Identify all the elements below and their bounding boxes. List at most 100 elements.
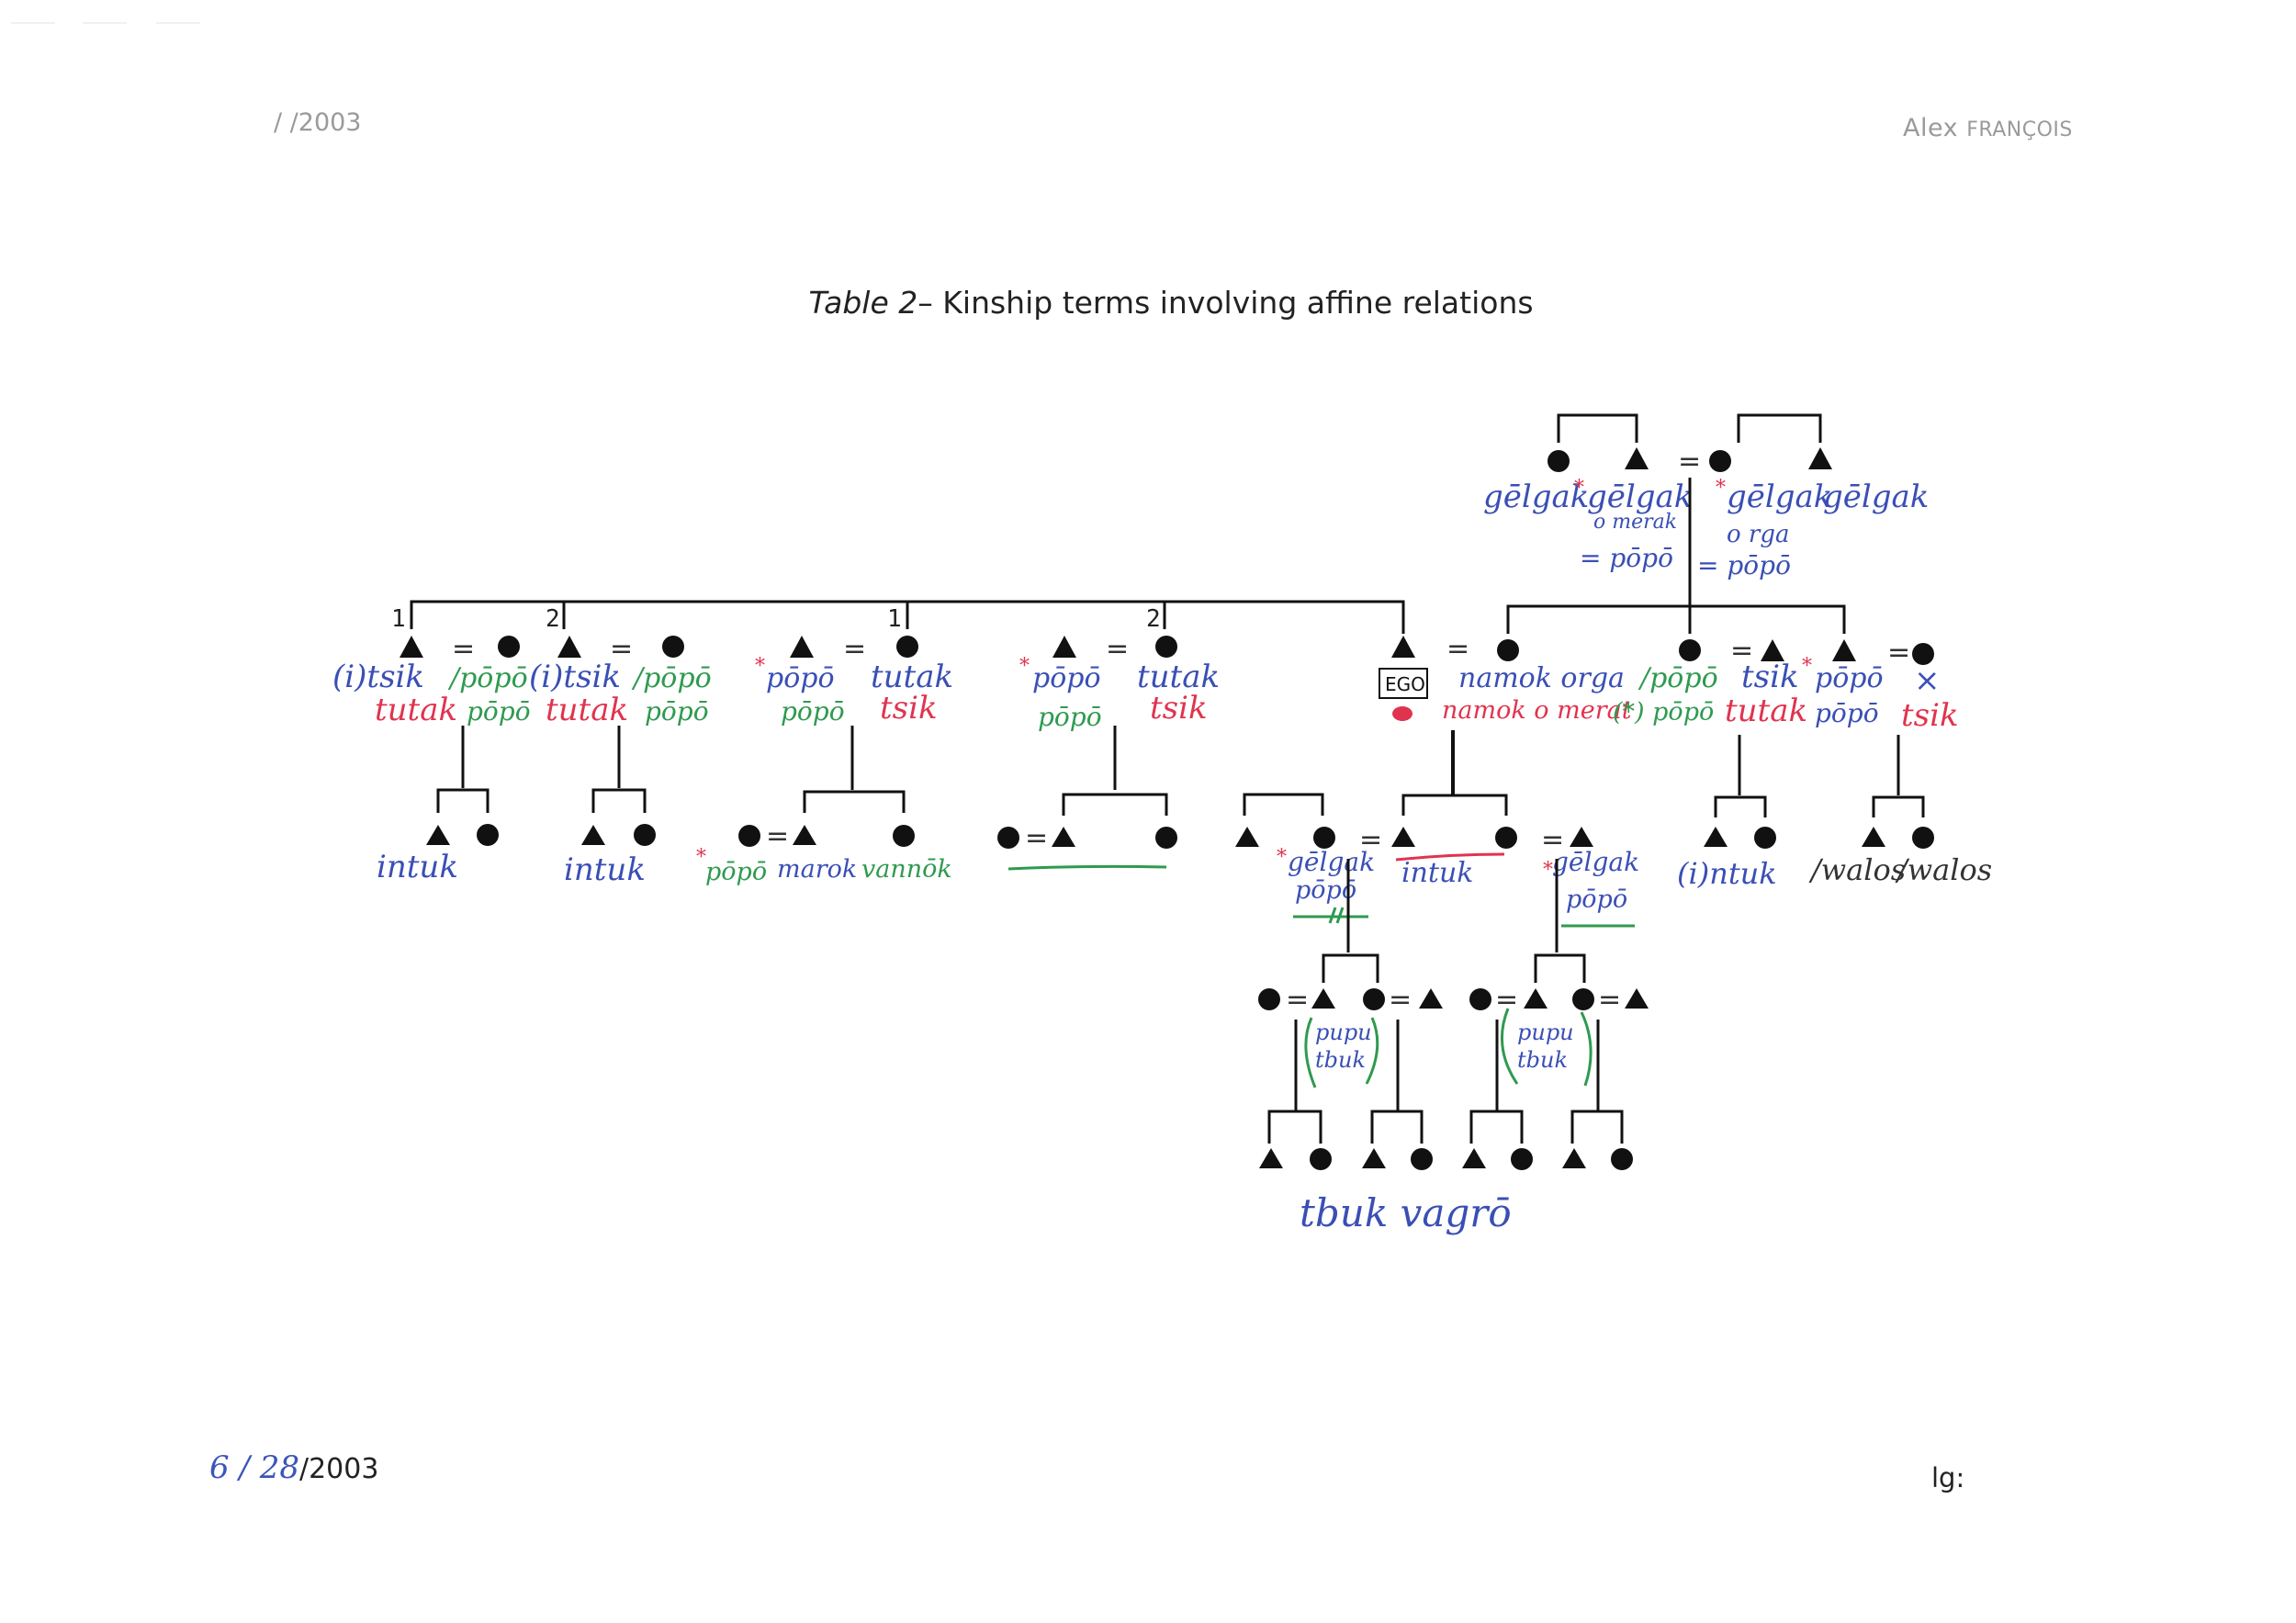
term-label: pōpō bbox=[645, 696, 709, 727]
female-symbol bbox=[997, 827, 1019, 849]
term-label: gēlgak bbox=[1587, 479, 1693, 515]
green-bracket bbox=[1500, 1008, 1519, 1085]
sibling-bracket bbox=[436, 788, 490, 813]
table-label: Table 2 bbox=[808, 285, 918, 321]
marriage-equals: = bbox=[1025, 822, 1048, 854]
male-symbol bbox=[1311, 988, 1335, 1009]
term-label: gēlgak bbox=[1483, 479, 1589, 515]
green-bracket bbox=[1304, 1017, 1317, 1088]
marriage-equals: = bbox=[1106, 633, 1129, 665]
marriage-equals: = bbox=[1286, 984, 1309, 1016]
marriage-equals: = bbox=[1359, 824, 1382, 856]
male-symbol bbox=[1862, 827, 1885, 847]
page-title: Table 2– Kinship terms involving affine … bbox=[0, 285, 2296, 321]
male-symbol bbox=[1462, 1148, 1486, 1168]
wife-siblings-group: namok orga namok o merat /pōpō (*) pōpō … bbox=[1442, 604, 1959, 795]
marriage-equals: = bbox=[1678, 445, 1701, 478]
grandchildren-group: = = pupu tbuk = = pupu tbuk bbox=[1258, 953, 1649, 1111]
male-symbol bbox=[426, 825, 450, 845]
term-label: tutak bbox=[1725, 693, 1807, 729]
ego-red-dot bbox=[1392, 706, 1412, 721]
term-label: namok o merat bbox=[1442, 696, 1632, 725]
term-label: pōpō bbox=[1032, 662, 1101, 694]
marriage-equals: = bbox=[766, 820, 789, 852]
children-group: intuk intuk = * pōpō marok vannōk = * gē… bbox=[377, 788, 1992, 928]
sibling-bracket bbox=[591, 788, 647, 813]
male-symbol bbox=[1052, 636, 1076, 658]
term-note: = pōpō bbox=[1697, 550, 1791, 580]
marriage-equals: = bbox=[843, 633, 866, 665]
male-symbol bbox=[581, 825, 605, 845]
female-symbol bbox=[477, 824, 499, 846]
sibling-bracket bbox=[1506, 604, 1846, 634]
asterisk-mark: * bbox=[696, 846, 706, 869]
term-label: pupu bbox=[1315, 1020, 1372, 1045]
female-symbol bbox=[1912, 827, 1934, 849]
sibling-bracket bbox=[1243, 793, 1324, 816]
term-label: pōpō bbox=[1295, 876, 1356, 905]
great-grandchildren-group: tbuk vagrō bbox=[1259, 1110, 1633, 1235]
male-symbol bbox=[793, 825, 816, 845]
male-symbol bbox=[1761, 639, 1784, 661]
term-label: (i)tsik bbox=[529, 659, 621, 695]
term-label: gēlgak bbox=[1727, 479, 1832, 515]
female-symbol bbox=[1411, 1148, 1433, 1170]
female-symbol bbox=[1495, 827, 1517, 849]
footer-date: 6 / 28/2003 bbox=[209, 1449, 378, 1486]
term-label: pōpō bbox=[467, 696, 531, 727]
asterisk-mark: * bbox=[755, 655, 765, 678]
sibling-number: 1 bbox=[887, 605, 902, 633]
marriage-equals: = bbox=[1446, 633, 1469, 665]
author-first-name: Alex bbox=[1903, 114, 1959, 142]
term-label: tutak bbox=[871, 659, 953, 695]
male-symbol bbox=[557, 636, 581, 658]
female-symbol bbox=[1548, 450, 1570, 472]
asterisk-mark: * bbox=[1543, 859, 1553, 882]
female-symbol bbox=[1611, 1148, 1633, 1170]
ego-box bbox=[1379, 668, 1428, 699]
term-label: pōpō bbox=[1815, 698, 1879, 728]
sibling-bracket bbox=[1267, 1110, 1322, 1144]
term-label: pōpō bbox=[1815, 662, 1884, 694]
term-label: (*) pōpō bbox=[1613, 698, 1714, 727]
male-symbol bbox=[400, 636, 423, 658]
term-note: o merak bbox=[1593, 511, 1677, 534]
female-symbol bbox=[896, 636, 918, 658]
female-symbol bbox=[1363, 988, 1385, 1010]
asterisk-mark: * bbox=[1574, 477, 1584, 500]
female-symbol bbox=[1469, 988, 1491, 1010]
term-label: gēlgak bbox=[1288, 847, 1375, 877]
female-symbol bbox=[1912, 643, 1934, 665]
term-label: /walos bbox=[1895, 852, 1992, 887]
term-label: /pōpō bbox=[447, 662, 528, 694]
female-symbol bbox=[1709, 450, 1731, 472]
handwritten-date: 6 / 28 bbox=[209, 1449, 299, 1486]
table-caption: – Kinship terms involving affine relatio… bbox=[917, 285, 1534, 321]
male-symbol bbox=[1625, 988, 1649, 1009]
ego-male-symbol bbox=[1391, 636, 1415, 658]
ego-label: EGO bbox=[1385, 673, 1425, 695]
sibling-number: 2 bbox=[546, 605, 560, 633]
author-last-name: FRANÇOIS bbox=[1966, 118, 2073, 141]
female-symbol bbox=[1155, 827, 1177, 849]
male-symbol bbox=[1808, 447, 1832, 469]
term-label: /pōpō bbox=[631, 662, 712, 694]
marriage-equals: = bbox=[452, 633, 475, 665]
female-symbol bbox=[1310, 1148, 1332, 1170]
sibling-bracket bbox=[1322, 953, 1379, 983]
asterisk-mark: * bbox=[1802, 655, 1812, 678]
female-symbol bbox=[1511, 1148, 1533, 1170]
term-label: (i)tsik bbox=[332, 659, 424, 695]
marriage-equals: = bbox=[1730, 635, 1753, 667]
term-label: tbuk vagrō bbox=[1300, 1190, 1512, 1235]
term-label: intuk bbox=[564, 851, 646, 888]
term-note: = pōpō bbox=[1580, 543, 1673, 573]
sibling-bracket bbox=[1469, 1110, 1524, 1144]
term-note: o rga bbox=[1727, 521, 1790, 548]
male-symbol bbox=[790, 636, 814, 658]
sibling-number: 1 bbox=[391, 605, 406, 633]
green-bracket bbox=[1365, 1017, 1379, 1085]
term-label: pōpō bbox=[766, 662, 835, 694]
sibling-bracket bbox=[1872, 795, 1925, 817]
asterisk-mark: * bbox=[1277, 846, 1287, 869]
